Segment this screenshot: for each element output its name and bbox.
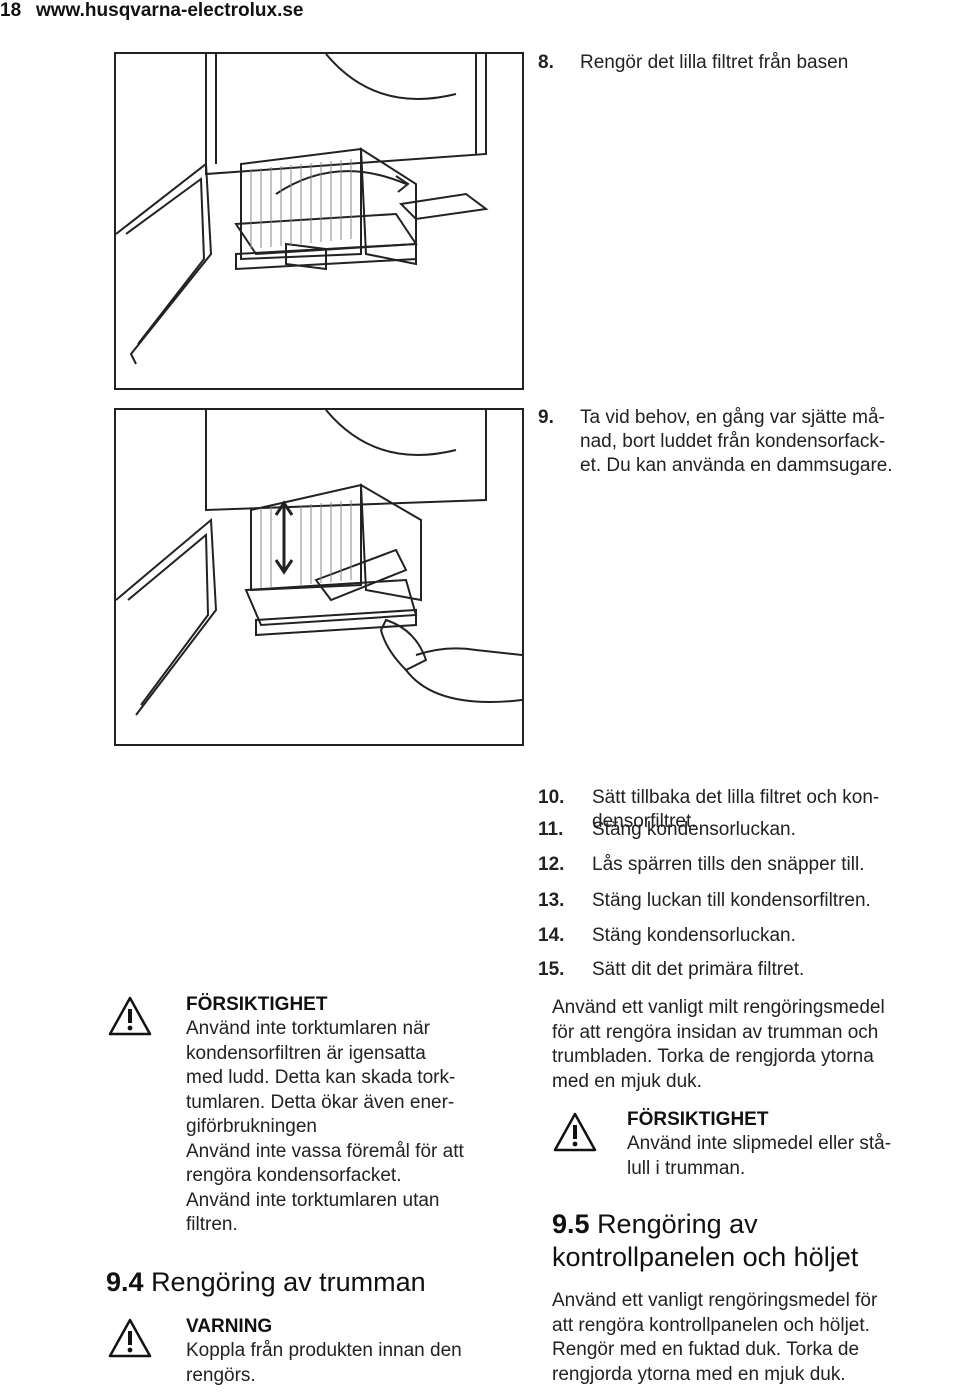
caution-left: FÖRSIKTIGHET Använd inte torktumlaren nä…	[186, 993, 526, 1238]
step-11: 11. Stäng kondensorluckan.	[538, 818, 958, 844]
caution-right-icon-container	[553, 1112, 597, 1157]
dryer-base-filter-illustration	[116, 54, 489, 365]
caution-text: Använd inte slipmedel eller stå- lull i …	[627, 1133, 892, 1179]
warning-triangle-icon	[553, 1112, 597, 1152]
figure-remove-small-filter	[114, 52, 524, 390]
warning-triangle-icon	[108, 1318, 152, 1358]
step-number: 10.	[538, 787, 565, 808]
warning-icon-container	[108, 1318, 152, 1363]
step-10: 10. Sätt tillbaka det lilla filtret och …	[538, 786, 958, 836]
step-number: 14.	[538, 925, 565, 946]
caution-title: FÖRSIKTIGHET	[186, 994, 328, 1015]
step-text: Sätt dit det primära filtret.	[592, 959, 805, 980]
step-text: Stäng luckan till kondensorfiltren.	[592, 890, 871, 911]
step-number: 15.	[538, 959, 565, 980]
step-13: 13. Stäng luckan till kondensorfiltren.	[538, 889, 958, 915]
warning-triangle-icon	[108, 996, 152, 1036]
caution-right: FÖRSIKTIGHET Använd inte slipmedel eller…	[627, 1108, 947, 1181]
step-text: Sätt tillbaka det lilla filtret och kon-…	[592, 787, 880, 832]
step-text: Lås spärren tills den snäpper till.	[592, 854, 865, 875]
step-number: 13.	[538, 890, 565, 911]
step-text: Ta vid behov, en gång var sjätte må- nad…	[580, 407, 893, 476]
section-heading-9-5: 9.5 Rengöring av kontrollpanelen och höl…	[552, 1209, 859, 1272]
step-15: 15. Sätt dit det primära filtret.	[538, 958, 958, 984]
warning-title: VARNING	[186, 1316, 273, 1337]
step-number: 12.	[538, 854, 565, 875]
step-number: 9.	[538, 407, 554, 428]
page-number: 18	[0, 0, 22, 21]
caution-left-icon	[108, 996, 152, 1041]
step-number: 8.	[538, 52, 554, 73]
drum-cleaning-text: Använd ett vanligt milt rengöringsmedel …	[552, 997, 885, 1092]
step-text: Stäng kondensorluckan.	[592, 819, 796, 840]
page-header: 18 www.husqvarna-electrolux.se	[0, 0, 400, 24]
panel-cleaning-text: Använd ett vanligt rengöringsmedel för a…	[552, 1290, 878, 1385]
step-14: 14. Stäng kondensorluckan.	[538, 924, 958, 950]
warning-text: Koppla från produkten innan den rengörs.	[186, 1340, 462, 1386]
step-8: 8. Rengör det lilla filtret från basen	[538, 51, 958, 77]
vacuum-condenser-illustration	[116, 410, 522, 716]
caution-text: Använd inte torktumlaren när kondensorfi…	[186, 1018, 464, 1235]
step-text: Stäng kondensorluckan.	[592, 925, 796, 946]
step-text: Rengör det lilla filtret från basen	[580, 52, 849, 73]
step-number: 11.	[538, 819, 564, 840]
step-9: 9. Ta vid behov, en gång var sjätte må- …	[538, 406, 958, 482]
section-heading-9-4: 9.4 Rengöring av trumman	[106, 1267, 426, 1297]
warning-disconnect: VARNING Koppla från produkten innan den …	[186, 1315, 526, 1388]
figure-vacuum-condenser	[114, 408, 524, 746]
caution-title: FÖRSIKTIGHET	[627, 1109, 769, 1130]
website-url: www.husqvarna-electrolux.se	[36, 0, 304, 21]
step-12: 12. Lås spärren tills den snäpper till.	[538, 853, 958, 879]
